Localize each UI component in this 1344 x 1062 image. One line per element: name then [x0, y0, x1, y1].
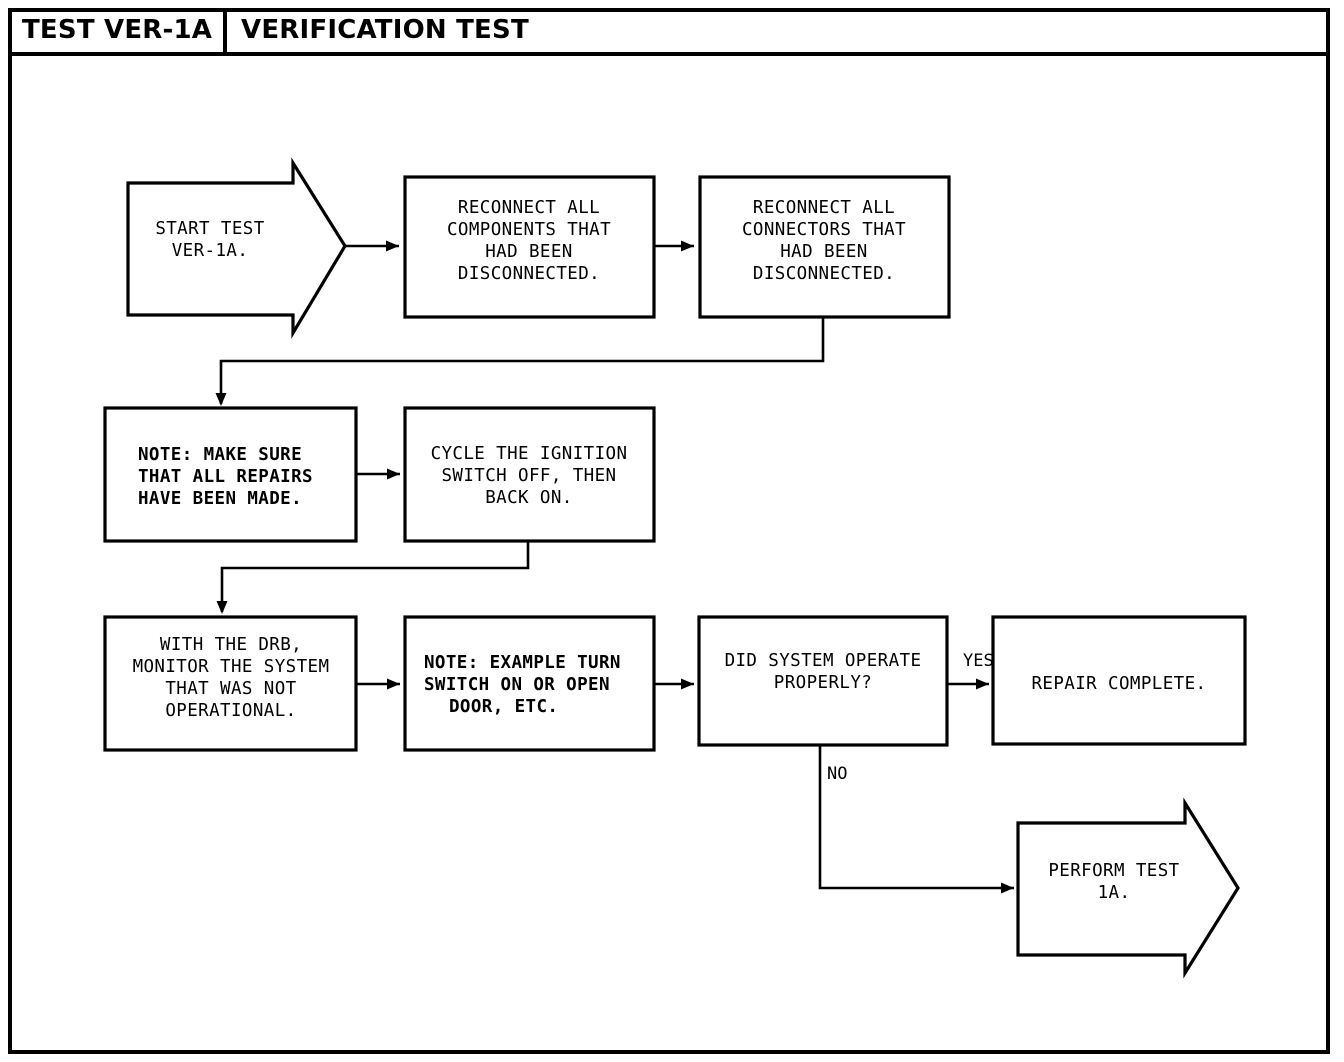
node-cycle-ignition-line-1: CYCLE THE IGNITION	[431, 444, 628, 464]
node-cycle-ignition-line-3: BACK ON.	[485, 488, 573, 508]
node-decision-operate-line-2: PROPERLY?	[774, 673, 872, 693]
node-monitor-drb-line-4: OPERATIONAL.	[165, 701, 296, 721]
node-reconnect-connectors-line-4: DISCONNECTED.	[753, 264, 895, 284]
node-note-repairs[interactable]: NOTE: MAKE SURE THAT ALL REPAIRS HAVE BE…	[103, 406, 358, 543]
node-note-repairs-line-2: THAT ALL REPAIRS	[138, 467, 313, 487]
node-reconnect-connectors-line-3: HAD BEEN	[780, 242, 868, 262]
connector-decision-yes-to-repair-complete	[947, 678, 989, 690]
connector-cycle-to-monitor	[216, 540, 530, 614]
node-start-test-line-2: VER-1A.	[172, 241, 249, 261]
node-reconnect-connectors-line-2: CONNECTORS THAT	[742, 220, 906, 240]
node-reconnect-connectors[interactable]: RECONNECT ALL CONNECTORS THAT HAD BEEN D…	[698, 175, 951, 319]
node-note-example-line-2: SWITCH ON OR OPEN	[424, 675, 610, 695]
header-test-code: TEST VER-1A	[22, 15, 213, 45]
node-note-example[interactable]: NOTE: EXAMPLE TURN SWITCH ON OR OPEN DOO…	[403, 615, 656, 752]
connector-start-to-components	[345, 240, 399, 252]
connector-connectors-to-note-repairs	[215, 318, 825, 406]
connector-components-to-connectors	[654, 240, 694, 252]
header-title-cell: VERIFICATION TEST	[227, 8, 1330, 52]
header-test-code-cell: TEST VER-1A	[8, 8, 227, 52]
node-reconnect-connectors-line-1: RECONNECT ALL	[753, 198, 895, 218]
connector-note-example-to-decision	[654, 678, 694, 690]
page-frame	[8, 8, 1330, 1054]
edge-label-no: NO	[827, 764, 847, 784]
page-title: VERIFICATION TEST	[241, 15, 529, 45]
node-repair-complete-line-1: REPAIR COMPLETE.	[1032, 674, 1207, 694]
node-start-test-line-1: START TEST	[155, 219, 264, 239]
node-decision-operate[interactable]: DID SYSTEM OPERATE PROPERLY?	[697, 615, 949, 747]
node-perform-test[interactable]: PERFORM TEST 1A.	[1016, 797, 1240, 979]
connector-decision-no-to-perform-test	[818, 745, 1014, 894]
node-note-example-line-3: DOOR, ETC.	[449, 697, 558, 717]
node-repair-complete[interactable]: REPAIR COMPLETE.	[991, 615, 1247, 746]
node-cycle-ignition-line-2: SWITCH OFF, THEN	[442, 466, 617, 486]
node-note-repairs-line-1: NOTE: MAKE SURE	[138, 445, 302, 465]
node-monitor-drb[interactable]: WITH THE DRB, MONITOR THE SYSTEM THAT WA…	[103, 615, 358, 752]
node-perform-test-line-1: PERFORM TEST	[1048, 861, 1179, 881]
connector-note-repairs-to-cycle	[357, 468, 400, 480]
node-start-test[interactable]: START TEST VER-1A.	[126, 157, 347, 339]
node-reconnect-components-line-2: COMPONENTS THAT	[447, 220, 611, 240]
node-monitor-drb-line-2: MONITOR THE SYSTEM	[133, 657, 330, 677]
node-reconnect-components[interactable]: RECONNECT ALL COMPONENTS THAT HAD BEEN D…	[403, 175, 656, 319]
node-reconnect-components-line-1: RECONNECT ALL	[458, 198, 600, 218]
node-decision-operate-line-1: DID SYSTEM OPERATE	[725, 651, 922, 671]
node-monitor-drb-line-1: WITH THE DRB,	[160, 635, 302, 655]
node-monitor-drb-line-3: THAT WAS NOT	[165, 679, 296, 699]
edge-label-yes: YES	[963, 651, 994, 671]
node-reconnect-components-line-4: DISCONNECTED.	[458, 264, 600, 284]
node-reconnect-components-line-3: HAD BEEN	[485, 242, 573, 262]
connector-monitor-to-note-example	[357, 678, 400, 690]
node-note-repairs-line-3: HAVE BEEN MADE.	[138, 489, 302, 509]
node-note-example-line-1: NOTE: EXAMPLE TURN	[424, 653, 621, 673]
node-perform-test-line-2: 1A.	[1098, 883, 1131, 903]
node-cycle-ignition[interactable]: CYCLE THE IGNITION SWITCH OFF, THEN BACK…	[403, 406, 656, 543]
header-bar: TEST VER-1A VERIFICATION TEST	[8, 8, 1330, 56]
